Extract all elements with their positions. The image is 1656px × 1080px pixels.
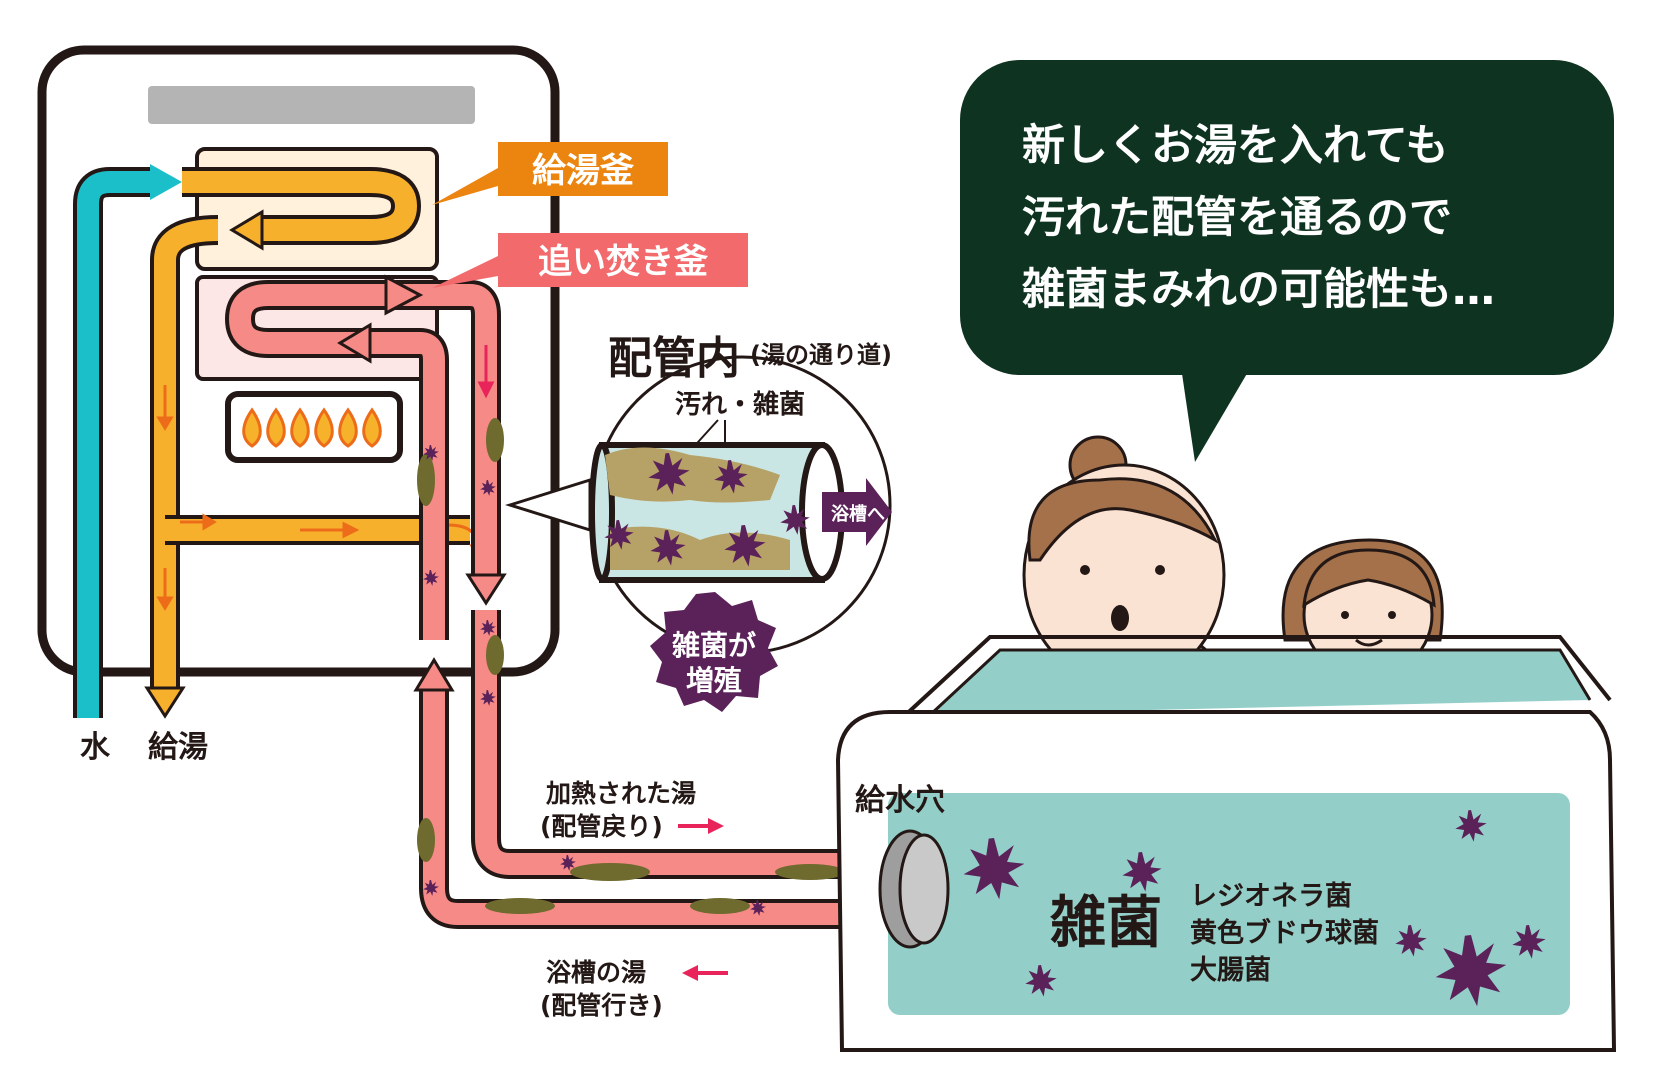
svg-text:加熱された湯: 加熱された湯 [545, 779, 696, 808]
svg-text:(配管行き): (配管行き) [540, 991, 663, 1020]
bathtub: 給水穴 雑菌 レジオネラ菌 黄色ブドウ球菌 大腸菌 [835, 635, 1617, 1052]
svg-text:追い焚き釜: 追い焚き釜 [538, 242, 708, 282]
pipe-inside-subtitle: (湯の通り道) [750, 341, 892, 369]
svg-text:増殖: 増殖 [686, 664, 742, 697]
bacteria-grow-badge [650, 592, 778, 712]
reheat-arrow-up-icon [413, 657, 455, 692]
svg-text:(配管戻り): (配管戻り) [540, 812, 663, 841]
pipe-magnifier: 配管内 (湯の通り道) 汚れ・雑菌 浴槽へ 雑菌が 増殖 [504, 333, 892, 712]
bacteria-big-label: 雑菌 [1049, 891, 1162, 956]
dirt-bacteria-label: 汚れ・雑菌 [675, 389, 805, 420]
to-bathtub-label: 浴槽へ [831, 503, 885, 525]
reheat-pipe [225, 274, 922, 929]
speech-bubble: 新しくお湯を入れても 汚れた配管を通るので 雑菌まみれの可能性も… [960, 60, 1614, 462]
water-pipe [73, 164, 182, 718]
water-inlet-label: 給水穴 [855, 783, 945, 818]
bacteria-type-3: 大腸菌 [1190, 955, 1271, 986]
bacteria-type-2: 黄色ブドウ球菌 [1190, 917, 1379, 949]
heater-display-panel [148, 86, 475, 124]
bubble-line-1: 新しくお湯を入れても [1022, 121, 1449, 171]
pipe-sludge [417, 418, 845, 914]
water-label: 水 [80, 730, 111, 765]
svg-text:給湯釜: 給湯釜 [532, 151, 634, 191]
pipe-inside-title: 配管内 [608, 333, 740, 384]
bubble-line-2: 汚れた配管を通るので [1022, 193, 1452, 243]
hot-arrow-down-icon [144, 686, 186, 719]
hot-water-label: 給湯 [148, 730, 208, 765]
reheat-arrow-down-icon [465, 573, 507, 606]
svg-text:雑菌が: 雑菌が [671, 629, 756, 662]
hot-arrow-left-icon [229, 209, 264, 251]
bubble-line-3: 雑菌まみれの可能性も… [1021, 265, 1495, 315]
water-arrow-icon [150, 164, 182, 200]
mother-figure [1019, 435, 1248, 702]
reheat-boiler-label: 追い焚き釜 [432, 233, 748, 288]
bacteria-type-1: レジオネラ菌 [1190, 881, 1352, 912]
reheat-arrow-right-icon [384, 274, 424, 316]
supply-boiler-label: 給湯釜 [432, 142, 668, 205]
burner-flame-icon [242, 407, 382, 448]
reheat-arrow-left-icon [337, 322, 372, 364]
heated-water-label: 加熱された湯 (配管戻り) [540, 779, 724, 841]
bath-water-label: 浴槽の湯 (配管行き) [540, 958, 728, 1020]
svg-text:浴槽の湯: 浴槽の湯 [546, 958, 646, 987]
